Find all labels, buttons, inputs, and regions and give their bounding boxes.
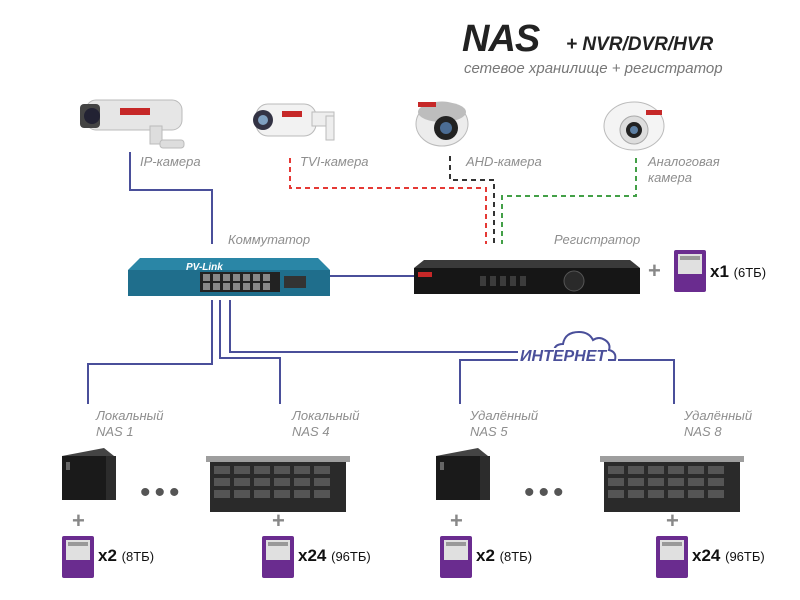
recorder-icon [414,260,640,294]
dome-camera-icon [603,101,665,151]
nas1-link [87,300,213,404]
hard-drive-icon [262,536,294,578]
internet-label: ИНТЕРНЕТ [518,348,609,366]
network-switch-icon [128,258,330,296]
nas-hdd-count: x2 (8ТБ) [98,546,155,565]
nas-rack-icon [600,456,744,512]
nas8-link [618,359,675,404]
ahd-camera-link [449,156,495,244]
nas-hdd-count: x2 (8ТБ) [476,546,533,565]
internet-link [229,300,560,353]
nas-2bay-icon [62,448,116,500]
hard-drive-icon [440,536,472,578]
plus-sign: + [272,508,285,533]
nas-label-line1: Удалённый [470,408,539,423]
nas-hdd-count: x24 (96ТБ) [298,546,371,565]
nas-rack-icon [206,456,350,512]
ip-camera-link [129,152,213,244]
analog-camera-label-2: камера [648,170,692,185]
hard-drive-icon [674,250,706,292]
more-nas-ellipsis: ••• [524,476,568,509]
nas-hdd-count: x24 (96ТБ) [692,546,765,565]
nas-label-line2: NAS 4 [292,424,330,439]
tvi-camera-link [289,158,487,244]
dome-camera-icon [415,101,469,147]
analog-camera-link [501,158,637,244]
nas-label-line2: NAS 8 [684,424,722,439]
nas-label-line1: Удалённый [684,408,753,423]
hard-drive-icon [656,536,688,578]
recorder-hdd-count: x1 (6ТБ) [710,262,767,281]
bullet-camera-icon [253,103,335,141]
ahd-camera-label: AHD-камера [466,154,542,169]
switch-label: Коммутатор [228,232,311,247]
nas4-link [219,300,281,404]
nas5-link [459,359,540,404]
nas-label-line2: NAS 1 [96,424,134,439]
nas-label-line1: Локальный [96,408,164,423]
nas-label-line2: NAS 5 [470,424,508,439]
hard-drive-icon [62,536,94,578]
title-main: NAS [462,18,540,60]
tvi-camera-label: TVI-камера [300,154,369,169]
bullet-camera-icon [80,99,185,149]
nas-label-line1: Локальный [292,408,360,423]
recorder-label: Регистратор [554,232,641,247]
switch-brand: PV-Link [186,262,223,273]
analog-camera-label-1: Аналоговая [648,154,720,169]
plus-sign: + [72,508,85,533]
title-tagline: сетевое хранилище + регистратор [464,60,723,77]
plus-sign: + [450,508,463,533]
title-sub: + NVR/DVR/HVR [566,34,714,55]
more-nas-ellipsis: ••• [140,476,184,509]
plus-sign: + [648,258,661,283]
nas-2bay-icon [436,448,490,500]
ip-camera-label: IP-камера [140,154,201,169]
plus-sign: + [666,508,679,533]
